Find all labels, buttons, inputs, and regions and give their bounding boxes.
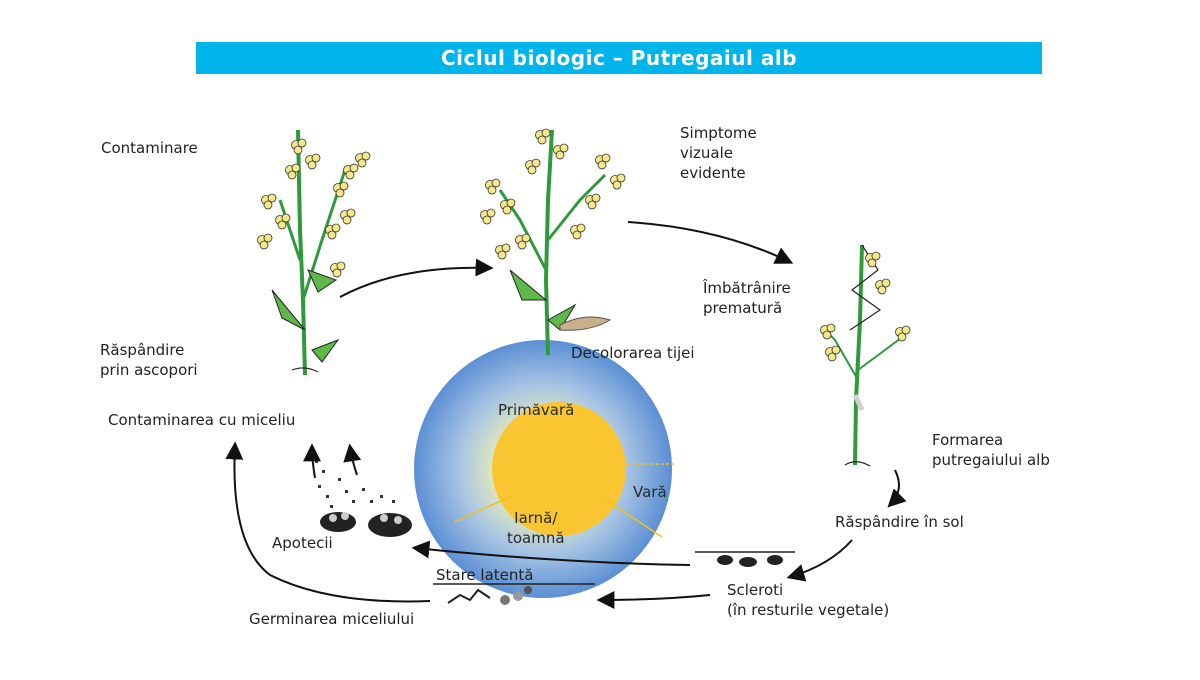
arrow-to-imbatranire bbox=[627, 221, 794, 264]
season-iarna-line2: toamnă bbox=[507, 529, 565, 547]
label-formarea: Formarea putregaiului alb bbox=[932, 430, 1050, 470]
season-divider-lower-left bbox=[453, 495, 513, 523]
label-contaminarea-miceliu: Contaminarea cu miceliu bbox=[108, 411, 296, 429]
season-iarna: Iarnă/ toamnă bbox=[507, 508, 565, 548]
label-apotecii: Apotecii bbox=[272, 534, 333, 552]
label-simptome: Simptome vizuale evidente bbox=[680, 123, 757, 183]
label-formarea-line1: Formarea bbox=[932, 431, 1004, 449]
label-simptome-line2: vizuale bbox=[680, 144, 734, 162]
label-imbatranire: Îmbătrânire prematură bbox=[703, 278, 791, 318]
label-decolorarea: Decolorarea tijei bbox=[571, 344, 695, 362]
label-simptome-line3: evidente bbox=[680, 164, 746, 182]
arrow-to-raspandire-sol bbox=[887, 469, 907, 508]
apothecia-cluster bbox=[320, 512, 412, 537]
label-contaminare: Contaminare bbox=[101, 139, 198, 157]
label-imbatranire-line1: Îmbătrânire bbox=[703, 279, 791, 297]
title-bar: Ciclul biologic – Putregaiul alb bbox=[196, 42, 1042, 74]
season-primavara: Primăvară bbox=[498, 401, 575, 419]
arrow-to-contaminarea-miceliu bbox=[225, 441, 431, 603]
arrow-to-stare-latenta bbox=[596, 590, 711, 609]
season-vara: Vară bbox=[633, 483, 667, 501]
season-globe bbox=[414, 340, 676, 598]
label-raspandire-ascopori-line1: Răspândire bbox=[100, 341, 185, 359]
label-raspandire-ascopori: Răspândire prin ascopori bbox=[100, 340, 198, 380]
cycle-arrows bbox=[225, 221, 907, 609]
plant-simptome bbox=[480, 128, 626, 356]
label-scleroti: Scleroti (în resturile vegetale) bbox=[727, 580, 889, 620]
germination-mycelium bbox=[433, 583, 595, 605]
plant-contaminare bbox=[257, 129, 371, 376]
season-divider-lower-right bbox=[605, 499, 663, 538]
label-stare-latenta: Stare latentă bbox=[436, 566, 534, 584]
sclerotia-soil bbox=[695, 551, 795, 567]
label-simptome-line1: Simptome bbox=[680, 124, 757, 142]
label-germinarea: Germinarea miceliului bbox=[249, 610, 415, 628]
label-formarea-line2: putregaiului alb bbox=[932, 451, 1050, 469]
arrow-spore-1 bbox=[303, 443, 322, 479]
season-iarna-line1: Iarnă/ bbox=[514, 509, 558, 527]
plant-imbatranire bbox=[820, 244, 911, 467]
label-raspandire-ascopori-line2: prin ascopori bbox=[100, 361, 198, 379]
arrow-to-apotecii bbox=[411, 540, 691, 566]
diagram-title: Ciclul biologic – Putregaiul alb bbox=[440, 46, 798, 70]
arrow-spore-2 bbox=[343, 443, 362, 476]
sun-circle bbox=[492, 402, 626, 536]
label-imbatranire-line2: prematură bbox=[703, 299, 783, 317]
arrow-to-simptome bbox=[339, 258, 494, 298]
label-scleroti-line2: (în resturile vegetale) bbox=[727, 601, 890, 619]
arrow-to-scleroti bbox=[786, 539, 853, 582]
spore-dots bbox=[315, 460, 395, 508]
label-scleroti-line1: Scleroti bbox=[727, 581, 784, 599]
label-raspandire-sol: Răspândire în sol bbox=[835, 513, 964, 531]
